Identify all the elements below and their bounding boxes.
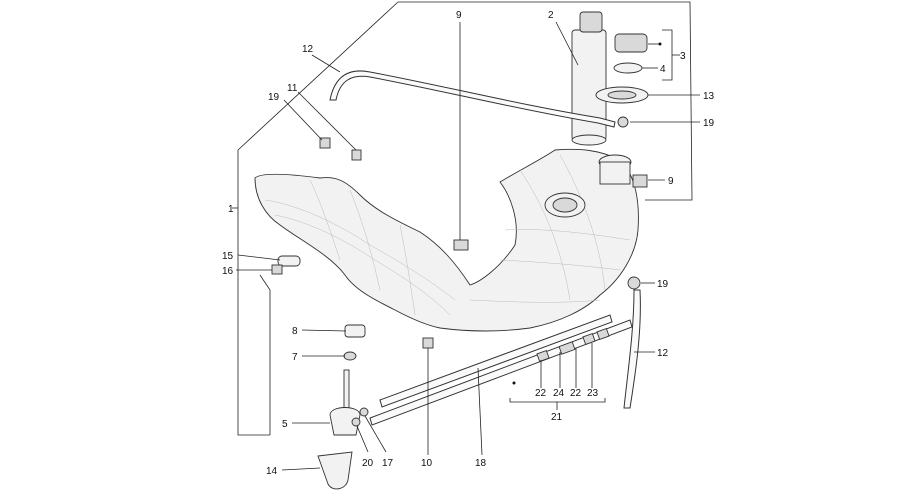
connector-23 (596, 327, 610, 341)
group-outline-1-b (398, 1, 693, 201)
bolt-11 (351, 149, 362, 161)
callout-12-right: 12 (657, 348, 669, 359)
clamp-17 (359, 407, 369, 417)
callout-17: 17 (382, 458, 394, 469)
callout-7: 7 (292, 352, 298, 363)
callout-14: 14 (266, 466, 278, 477)
washer-7 (343, 351, 357, 361)
fuel-line-18 (379, 314, 613, 408)
callout-12-top: 12 (302, 44, 314, 55)
bracket-15 (277, 255, 301, 267)
fuel-pump-top (579, 11, 603, 33)
filler-neck-body (599, 161, 631, 185)
group-outline-1-c (259, 274, 271, 435)
bolt-16 (271, 264, 283, 275)
callout-5: 5 (282, 419, 288, 430)
callout-21: 21 (551, 412, 563, 423)
tank-contour (274, 214, 451, 316)
callout-19-right: 19 (657, 279, 669, 290)
callout-9-top: 9 (456, 10, 462, 21)
callout-10: 10 (421, 458, 433, 469)
callout-1: 1 (228, 204, 234, 215)
tank-contour (519, 169, 571, 301)
clip-9-mid (453, 239, 469, 251)
sediment-bowl-14 (317, 451, 353, 490)
callout-22-b: 22 (570, 388, 582, 399)
connector-22b (582, 332, 596, 346)
clamp-19-left (319, 137, 331, 149)
cap-gasket (613, 62, 643, 74)
tank-contour (399, 224, 416, 316)
hose-clamp (617, 116, 629, 128)
callout-8: 8 (292, 326, 298, 337)
tank-contour (504, 229, 631, 241)
callout-11: 11 (287, 83, 298, 94)
callout-20: 20 (362, 458, 374, 469)
callout-19-left: 19 (268, 92, 280, 103)
callout-24: 24 (553, 388, 565, 399)
connector-24 (558, 341, 576, 355)
callout-19-top-right: 19 (703, 118, 715, 129)
bracket-21 (509, 398, 606, 403)
tank-contour (469, 299, 601, 303)
callout-15: 15 (222, 251, 234, 262)
callout-23: 23 (587, 388, 599, 399)
callout-13: 13 (703, 91, 715, 102)
fuel-tap-5 (329, 407, 361, 436)
vent-hose-right (623, 289, 641, 409)
callout-22-a: 22 (535, 388, 547, 399)
clamp-20 (351, 417, 361, 427)
callout-3: 3 (680, 51, 686, 62)
clip-9-right (632, 174, 648, 188)
callout-16: 16 (222, 266, 234, 277)
callout-18: 18 (475, 458, 487, 469)
bullet-dot (512, 381, 516, 385)
tank-contour (559, 154, 606, 291)
callout-4: 4 (660, 64, 666, 75)
tank-contour (264, 199, 456, 301)
fuel-tank-body (254, 148, 639, 332)
bullet-dot (658, 42, 662, 46)
pump-opening-inner (552, 197, 578, 213)
fuel-pump-base (571, 134, 607, 146)
group-outline-1 (237, 1, 399, 436)
fuel-filter-8 (344, 324, 366, 338)
hose-clamp-right (627, 276, 641, 290)
tank-contour (309, 179, 341, 261)
breather-hose-top (329, 70, 616, 128)
tank-cap (614, 33, 648, 53)
tank-contour (349, 189, 381, 291)
callout-9-right: 9 (668, 176, 674, 187)
connector-22a (536, 349, 550, 363)
leader-lines (236, 21, 700, 471)
grommet-10 (422, 337, 434, 349)
tank-contour (499, 259, 621, 271)
callout-2: 2 (548, 10, 554, 21)
pump-seal-ring-inner (607, 90, 637, 100)
